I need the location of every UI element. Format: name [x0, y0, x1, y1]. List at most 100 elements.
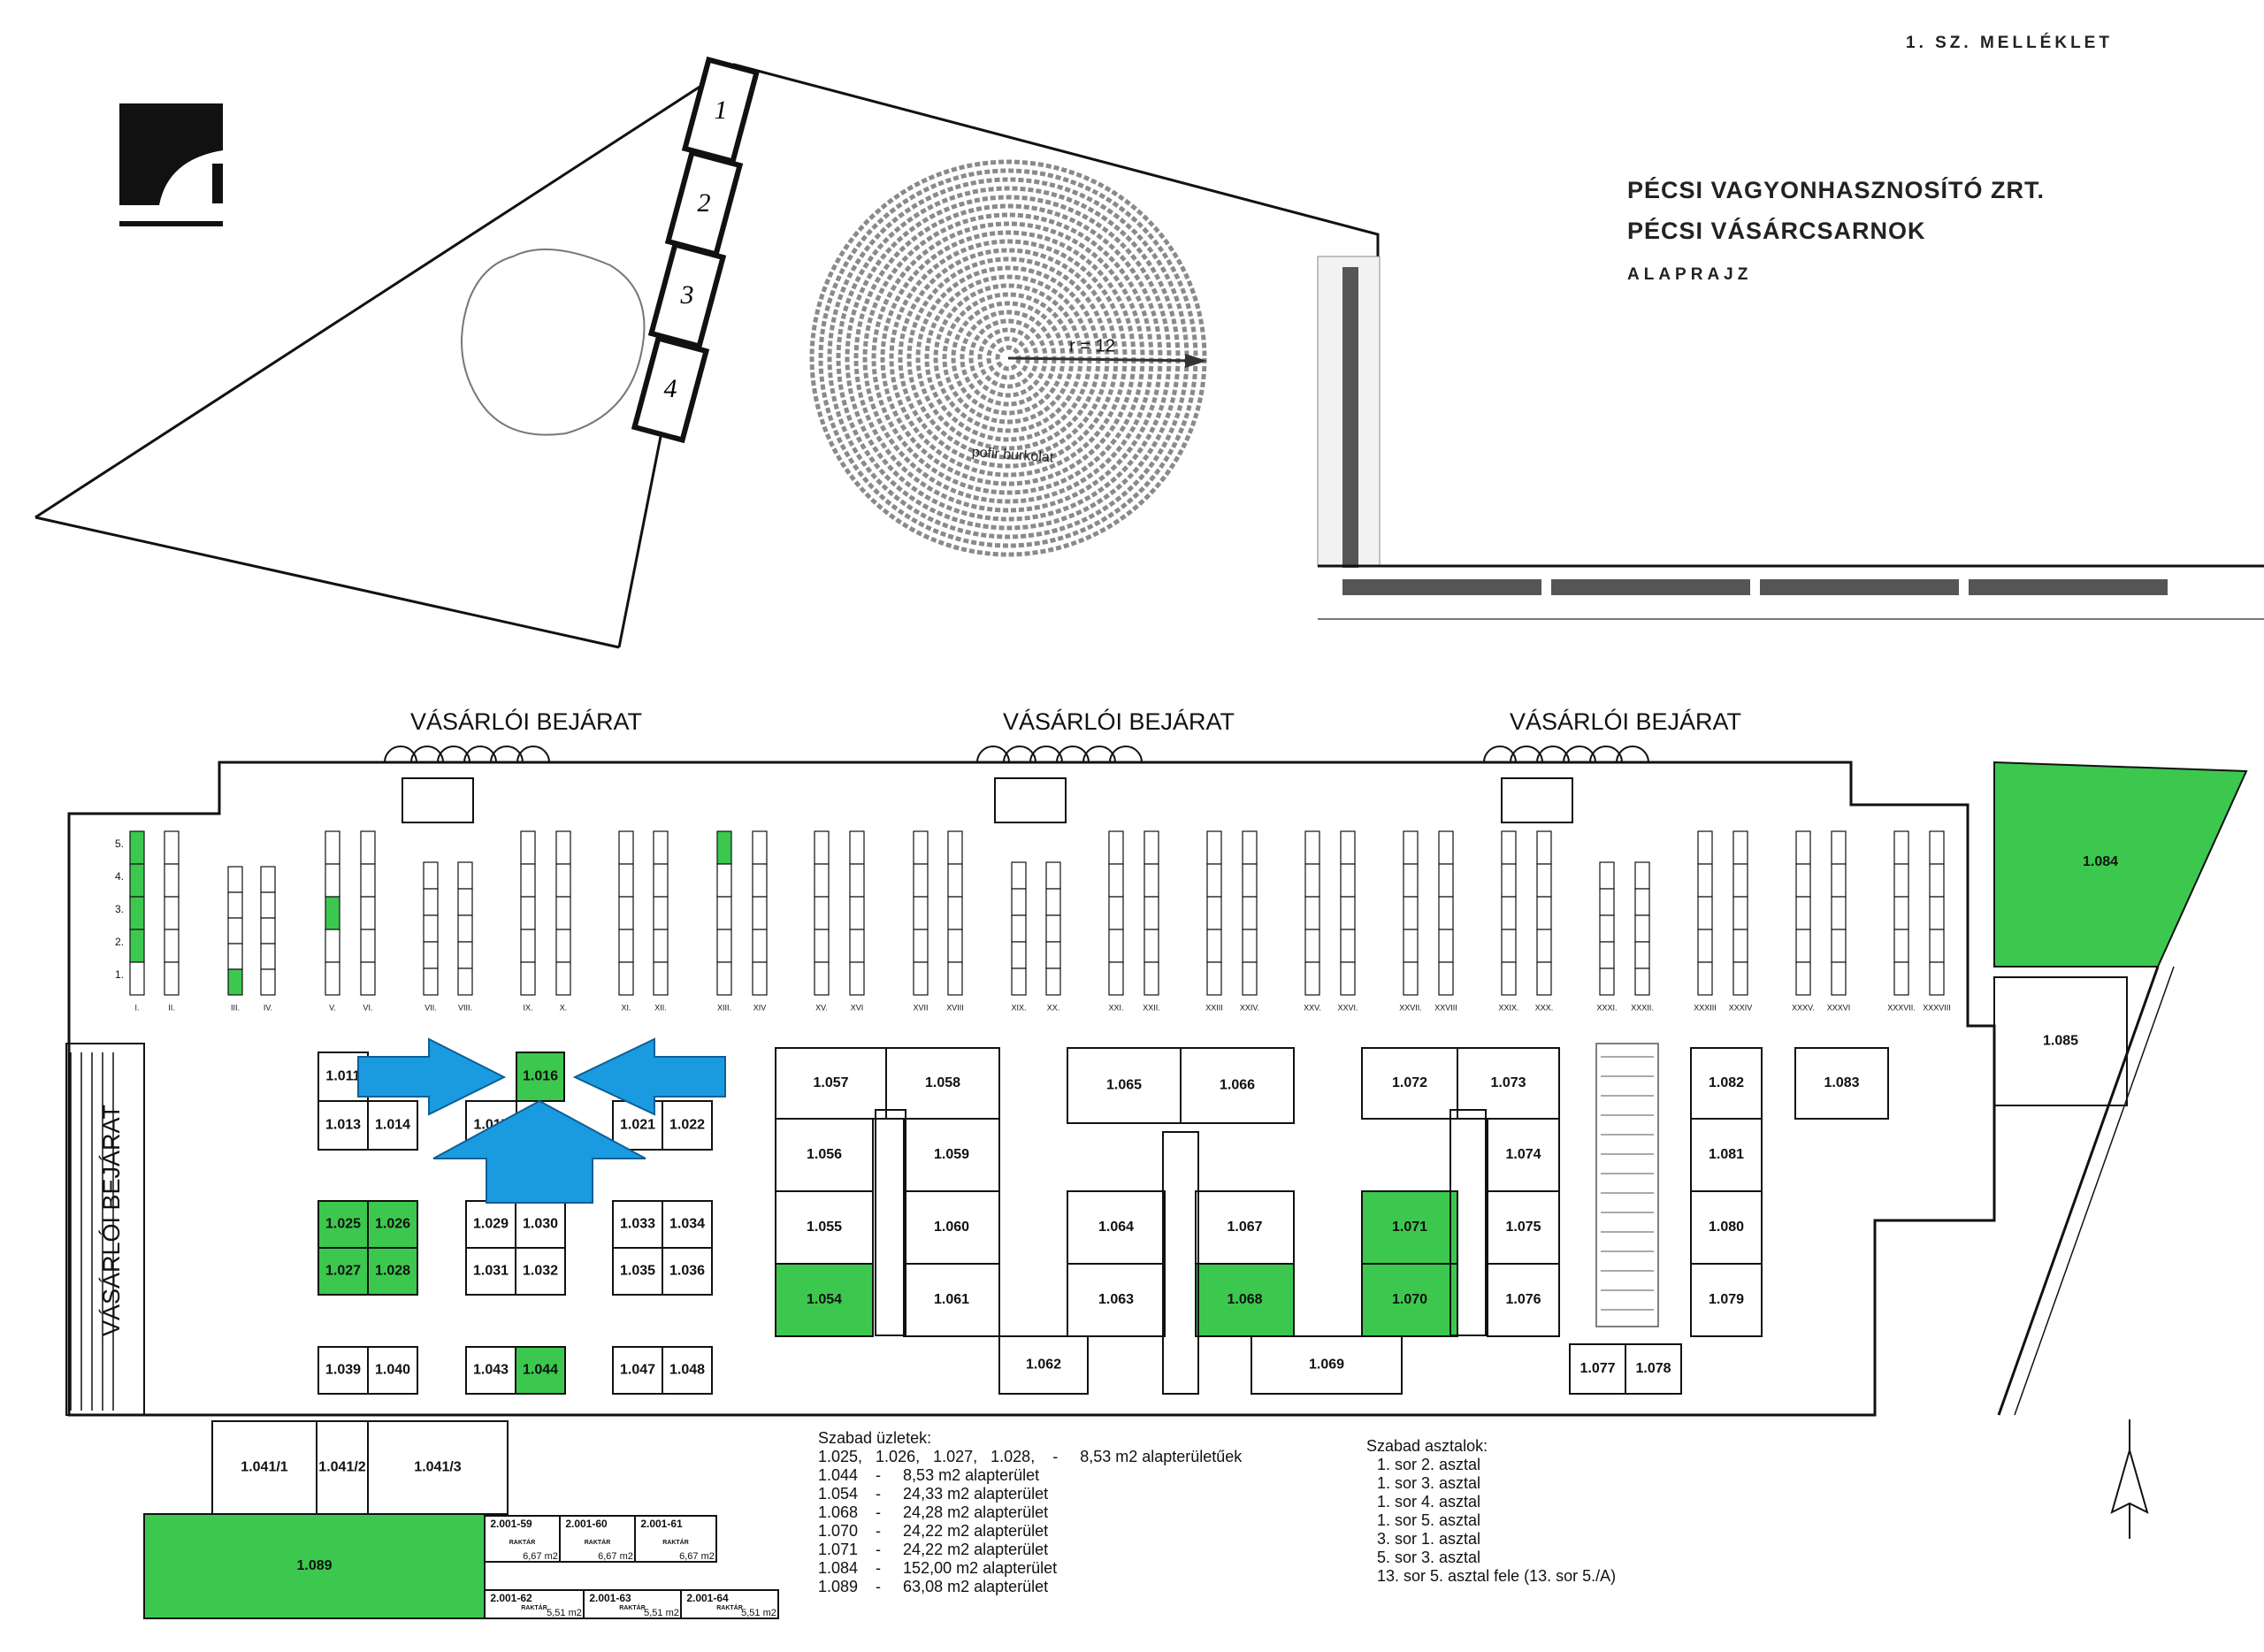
market-table [1501, 863, 1517, 898]
market-table [164, 896, 180, 930]
storage-area: 6,67 m2 [679, 1551, 715, 1562]
market-table [1143, 896, 1159, 930]
unit-label: 1.022 [669, 1118, 705, 1133]
market-table [913, 863, 929, 898]
row-label: XX. [1047, 1003, 1060, 1012]
entrance-door [1029, 746, 1063, 763]
unit-label: 1.085 [2043, 1034, 2078, 1049]
storage-room [484, 1589, 585, 1619]
entrance-door [1109, 746, 1143, 763]
unit-1.059 [903, 1118, 1000, 1192]
market-table [1795, 830, 1811, 865]
market-table [360, 830, 376, 865]
arrow-right [357, 1037, 507, 1116]
unit-1.073 [1457, 1047, 1560, 1120]
market-table [1108, 896, 1124, 930]
unit-1.061 [903, 1263, 1000, 1337]
entrance-door [1082, 746, 1116, 763]
market-table [1206, 961, 1222, 996]
row-label: XVI [851, 1003, 864, 1012]
unit-label: 1.013 [325, 1118, 361, 1133]
market-table [260, 891, 276, 919]
unit-1.056 [775, 1118, 874, 1192]
market-table [1929, 961, 1945, 996]
market-table [716, 961, 732, 996]
unit-label: 1.036 [669, 1264, 705, 1279]
row-label: XXXV. [1792, 1003, 1815, 1012]
unit-label: 1.071 [1392, 1220, 1427, 1235]
unit-label: 1.035 [620, 1264, 655, 1279]
market-table [618, 863, 634, 898]
unit-1.078 [1625, 1343, 1682, 1395]
unit-label: 1.021 [620, 1118, 655, 1133]
row-label: XVIII [946, 1003, 964, 1012]
market-table [555, 961, 571, 996]
unit-label: 1.034 [669, 1217, 705, 1232]
unit-label: 1.072 [1392, 1075, 1427, 1090]
unit-label: 1.064 [1098, 1220, 1134, 1235]
market-table [1304, 863, 1320, 898]
storage-label: RAKTÁR [585, 1538, 611, 1546]
unit-1.070 [1361, 1263, 1458, 1337]
unit-label: 1.069 [1309, 1358, 1344, 1373]
entrance-label-side: VÁSÁRLÓI BEJÁRAT [97, 1105, 125, 1336]
market-table [1143, 961, 1159, 996]
market-table [814, 830, 830, 865]
market-table [1634, 941, 1650, 969]
market-table [1831, 961, 1847, 996]
market-table [129, 830, 145, 865]
row-label: XIV [753, 1003, 767, 1012]
market-table [1697, 863, 1713, 898]
unit-label: 1.058 [925, 1075, 960, 1090]
market-table [360, 929, 376, 963]
unit-label: 1.025 [325, 1217, 361, 1232]
arrow-up [432, 1099, 646, 1204]
parking-spot: 4 [631, 334, 710, 444]
unit-1.054 [775, 1263, 874, 1337]
row-label: XXIV. [1240, 1003, 1259, 1012]
unit-label: 1.011 [325, 1069, 360, 1084]
market-table [325, 929, 340, 963]
market-table [1536, 929, 1552, 963]
unit-label: 1.076 [1505, 1292, 1541, 1307]
market-table [1340, 929, 1356, 963]
entrance-label-west: VÁSÁRLÓI BEJÁRAT [410, 707, 642, 735]
market-table [1893, 863, 1909, 898]
market-table [1340, 896, 1356, 930]
market-table [1599, 861, 1615, 890]
market-table [457, 888, 473, 916]
unit-label: 1.082 [1709, 1075, 1744, 1090]
market-table [1501, 929, 1517, 963]
market-table [1206, 863, 1222, 898]
market-table [1831, 830, 1847, 865]
storage-area: 6,67 m2 [523, 1551, 558, 1562]
unit-1.076 [1487, 1263, 1560, 1337]
market-table [1536, 896, 1552, 930]
row-label: XXXVIII [1923, 1003, 1951, 1012]
market-table [360, 863, 376, 898]
row-label: IX. [523, 1003, 532, 1012]
venue-name: PÉCSI VÁSÁRCSARNOK [1627, 218, 1926, 244]
market-table [849, 961, 865, 996]
paving-ring [836, 186, 1181, 531]
market-table [457, 861, 473, 890]
arcade-bench [1760, 579, 1959, 595]
row-label: XXX. [1535, 1003, 1554, 1012]
market-table [947, 961, 963, 996]
parking-spot: 2 [664, 149, 744, 258]
market-table [913, 961, 929, 996]
row-label: XIX. [1011, 1003, 1026, 1012]
market-table [260, 866, 276, 893]
market-table [849, 929, 865, 963]
market-table [164, 961, 180, 996]
entrance-door [516, 746, 550, 763]
storage-label: RAKTÁR [509, 1538, 536, 1546]
market-table [716, 863, 732, 898]
unit-label: 1.075 [1505, 1220, 1541, 1235]
entrance-door [463, 746, 497, 763]
free-shops-title: Szabad üzletek: [818, 1429, 932, 1447]
arcade-bench [1969, 579, 2168, 595]
market-table [849, 896, 865, 930]
radius-arrowhead [1185, 354, 1207, 368]
market-table [423, 914, 439, 943]
